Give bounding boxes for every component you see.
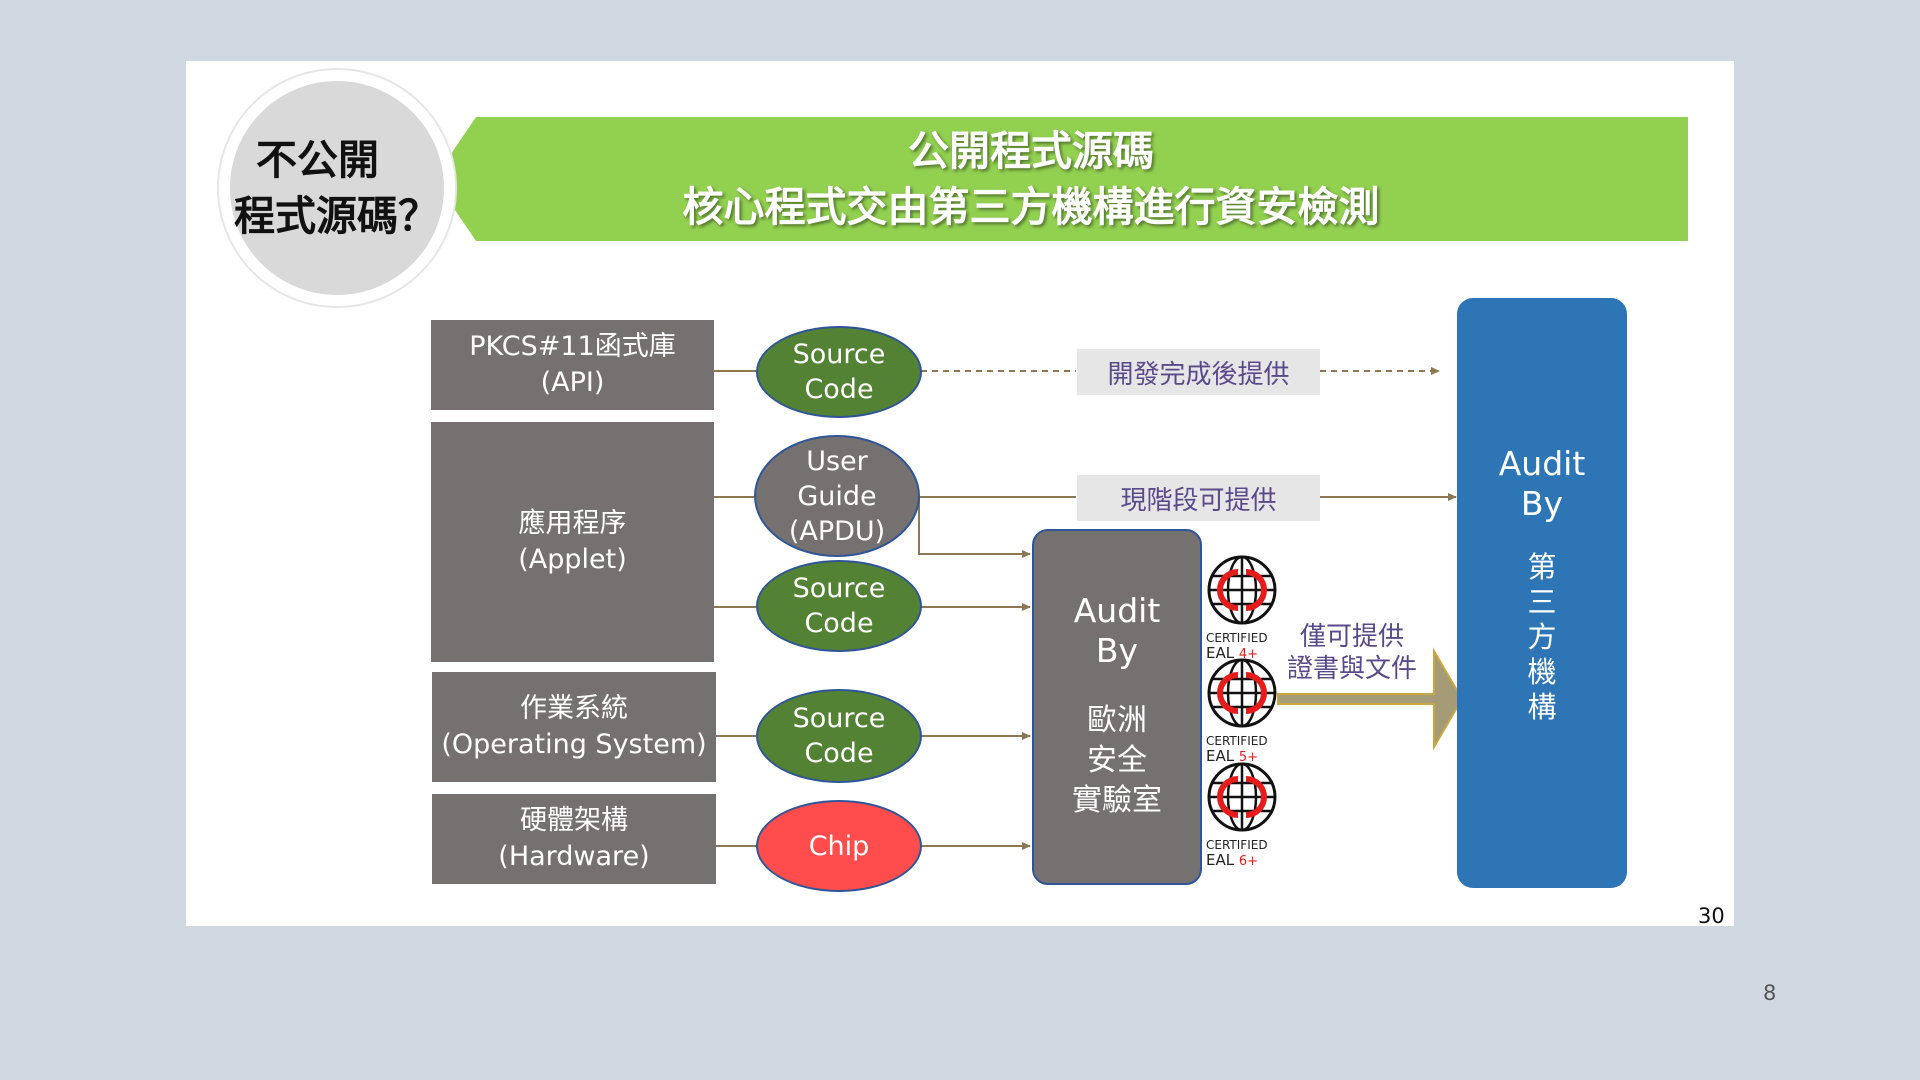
audit-right-org: 第 三 方 機 構 bbox=[1527, 550, 1556, 725]
cert-4-eal-label: EAL bbox=[1206, 644, 1235, 662]
layer-os-line-1: 作業系統 bbox=[520, 693, 628, 724]
audit-right-org-3: 方 bbox=[1527, 620, 1557, 654]
ellipse-source-code-os: Source Code bbox=[756, 689, 922, 783]
audit-mid-org-1: 歐洲 bbox=[1087, 703, 1147, 738]
cert-5-eal-label: EAL bbox=[1206, 747, 1235, 765]
audit-right-title-2: By bbox=[1520, 484, 1564, 523]
layer-os-line-2: (Operating System) bbox=[441, 729, 707, 760]
layer-hw-line-1: 硬體架構 bbox=[520, 805, 628, 836]
audit-right-org-2: 三 bbox=[1527, 585, 1557, 619]
ellipse-source-code-applet: Source Code bbox=[756, 560, 922, 652]
cert-4-eal: EAL 4+ bbox=[1206, 645, 1278, 663]
label-currently-available: 現階段可提供 bbox=[1077, 475, 1320, 521]
ellipse-chip: Chip bbox=[756, 800, 922, 892]
ellipse-user-guide: User Guide (APDU) bbox=[754, 435, 920, 557]
layer-box-hardware: 硬體架構 (Hardware) bbox=[432, 794, 716, 884]
ellipse-1-line-2: Code bbox=[804, 374, 874, 405]
ellipse-5-line-1: Chip bbox=[808, 830, 870, 862]
ellipse-3-line-2: Code bbox=[804, 608, 874, 639]
globe-icon bbox=[1207, 658, 1277, 728]
ellipse-2-line-1: User bbox=[806, 445, 868, 477]
audit-mid-title-1: Audit bbox=[1073, 591, 1161, 630]
cert-6-text: CERTIFIED bbox=[1206, 838, 1268, 852]
audit-right-title-1: Audit bbox=[1498, 444, 1586, 483]
banner-line-2: 核心程式交由第三方機構進行資安檢測 bbox=[682, 183, 1380, 231]
banner-title: 公開程式源碼 核心程式交由第三方機構進行資安檢測 bbox=[456, 117, 1606, 241]
audit-right-org-4: 機 bbox=[1527, 655, 1557, 689]
cert-5-text: CERTIFIED bbox=[1206, 734, 1268, 748]
block-arrow bbox=[1277, 647, 1464, 751]
audit-mid-org-3: 實驗室 bbox=[1072, 783, 1162, 818]
banner-line-1: 公開程式源碼 bbox=[908, 127, 1154, 175]
slide: 不公開 程式源碼？ 公開程式源碼 核心程式交由第三方機構進行資安檢測 PKCS#… bbox=[186, 61, 1734, 928]
cert-4-level: 4+ bbox=[1238, 647, 1259, 662]
layer-applet-line-1: 應用程序 bbox=[518, 508, 627, 539]
banner-shape bbox=[434, 117, 1688, 241]
cert-5-level: 5+ bbox=[1238, 750, 1259, 765]
connector-guide-mid bbox=[918, 497, 1031, 558]
page-number: 8 bbox=[1763, 981, 1777, 1005]
diagram-connectors bbox=[434, 117, 1688, 850]
label-certs-only-line-2: 證書與文件 bbox=[1286, 654, 1417, 684]
layer-applet-line-2: (Applet) bbox=[518, 544, 627, 575]
cert-6-eal: EAL 6+ bbox=[1206, 852, 1278, 870]
ellipse-2-line-2: Guide bbox=[797, 480, 877, 512]
label-after-development: 開發完成後提供 bbox=[1077, 349, 1320, 395]
circle-line-1: 不公開 bbox=[256, 136, 379, 184]
ellipse-1-line-1: Source bbox=[792, 339, 886, 370]
layer-box-api: PKCS#11函式庫 (API) bbox=[431, 320, 714, 410]
globe-icon bbox=[1207, 762, 1277, 832]
audit-right-org-1: 第 bbox=[1527, 550, 1557, 584]
audit-box-third-party: Audit By 第 三 方 機 構 bbox=[1457, 298, 1627, 888]
cert-6-eal-label: EAL bbox=[1206, 851, 1235, 869]
slide-number: 30 bbox=[1698, 904, 1725, 928]
ellipse-4-line-1: Source bbox=[792, 703, 886, 734]
common-criteria-logo-eal5: CERTIFIED EAL 5+ bbox=[1206, 657, 1278, 765]
cert-5-eal: EAL 5+ bbox=[1206, 748, 1278, 766]
label-certs-only-line-1: 僅可提供 bbox=[1299, 622, 1404, 652]
globe-icon bbox=[1207, 555, 1277, 625]
layer-api-line-1: PKCS#11函式庫 bbox=[469, 331, 676, 362]
common-criteria-logo-eal6: CERTIFIED EAL 6+ bbox=[1206, 761, 1278, 869]
title-circle-text: 不公開 程式源碼？ bbox=[230, 81, 460, 295]
layer-api-line-2: (API) bbox=[540, 367, 605, 398]
ellipse-source-code-api: Source Code bbox=[756, 326, 922, 418]
audit-right-org-5: 構 bbox=[1527, 690, 1557, 724]
ellipse-2-line-3: (APDU) bbox=[788, 515, 886, 547]
audit-mid-title-2: By bbox=[1095, 631, 1139, 670]
label-certs-only: 僅可提供 證書與文件 bbox=[1282, 621, 1422, 685]
ellipse-3-line-1: Source bbox=[792, 573, 886, 604]
common-criteria-logo-eal4: CERTIFIED EAL 4+ bbox=[1206, 554, 1278, 662]
cert-6-level: 6+ bbox=[1238, 854, 1259, 869]
layer-hw-line-2: (Hardware) bbox=[498, 841, 650, 872]
ellipse-4-line-2: Code bbox=[804, 738, 874, 769]
title-circle bbox=[230, 81, 444, 295]
layer-box-os: 作業系統 (Operating System) bbox=[432, 672, 716, 782]
layer-box-applet: 應用程序 (Applet) bbox=[431, 422, 714, 662]
audit-box-eu-lab: Audit By 歐洲 安全 實驗室 bbox=[1032, 529, 1202, 885]
cert-4-text: CERTIFIED bbox=[1206, 631, 1268, 645]
circle-line-2: 程式源碼？ bbox=[234, 192, 439, 240]
audit-mid-org-2: 安全 bbox=[1087, 743, 1147, 778]
